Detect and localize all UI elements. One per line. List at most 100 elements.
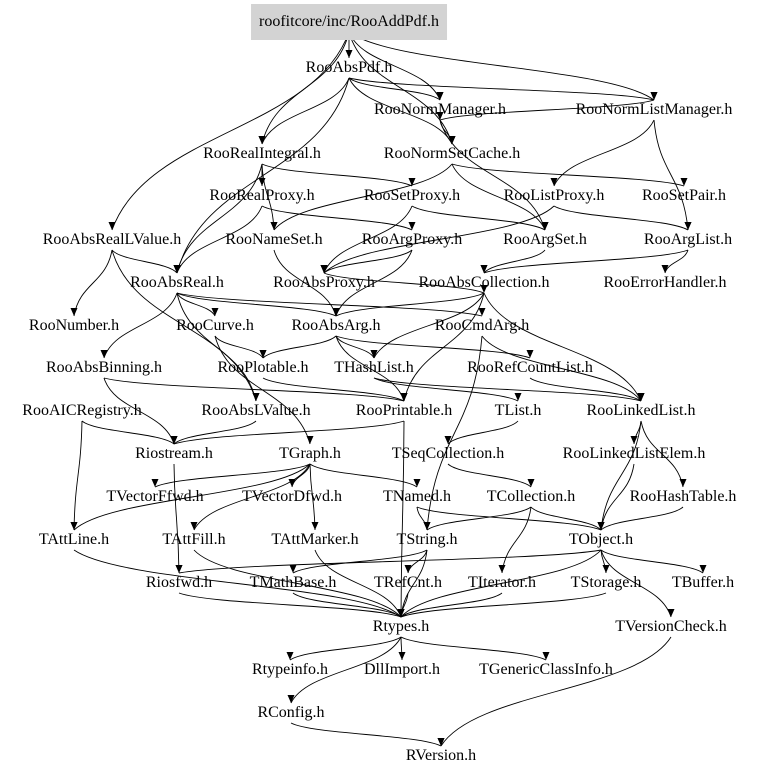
graph-node[interactable]: RooRefCountList.h xyxy=(467,359,593,376)
arrowhead xyxy=(408,178,416,186)
arrowhead xyxy=(404,565,412,573)
dependency-edge xyxy=(176,292,483,317)
arrowhead xyxy=(400,393,408,401)
graph-node[interactable]: Riosfwd.h xyxy=(145,574,213,591)
arrowhead xyxy=(320,265,328,273)
graph-node[interactable]: TVectorFfwd.h xyxy=(106,488,204,505)
graph-node[interactable]: RooSetPair.h xyxy=(641,187,727,204)
arrowhead xyxy=(602,565,610,573)
graph-node[interactable]: RooAbsRealLValue.h xyxy=(42,231,182,248)
dependency-edge xyxy=(439,119,546,231)
arrowhead xyxy=(370,350,378,358)
graph-node[interactable]: RooAbsReal.h xyxy=(130,274,224,291)
graph-node[interactable]: TGraph.h xyxy=(279,445,341,462)
arrowhead xyxy=(190,522,198,530)
dependency-edge xyxy=(262,335,337,359)
graph-node[interactable]: RooPrintable.h xyxy=(355,402,453,419)
graph-node[interactable]: TMathBase.h xyxy=(249,574,337,591)
graph-node[interactable]: RooCmdArg.h xyxy=(434,317,530,334)
graph-node[interactable]: RooNameSet.h xyxy=(225,231,323,248)
arrowhead xyxy=(550,178,558,186)
graph-node[interactable]: RooLinkedListElem.h xyxy=(562,445,706,462)
graph-node[interactable]: TList.h xyxy=(494,402,542,419)
graph-node[interactable]: RooAbsLValue.h xyxy=(201,402,311,419)
graph-node[interactable]: Riostream.h xyxy=(135,445,213,462)
graph-node[interactable]: THashList.h xyxy=(334,359,414,376)
graph-node[interactable]: RooNormSetCache.h xyxy=(383,145,521,162)
graph-node[interactable]: RooAbsCollection.h xyxy=(418,274,550,291)
graph-node[interactable]: TString.h xyxy=(396,531,458,548)
arrowhead xyxy=(637,393,645,401)
dependency-edge xyxy=(261,163,275,231)
graph-node[interactable]: RooListProxy.h xyxy=(503,187,605,204)
graph-node[interactable]: TRefCnt.h xyxy=(374,574,442,591)
graph-node[interactable]: RooRealProxy.h xyxy=(209,187,315,204)
graph-node[interactable]: TAttFill.h xyxy=(162,531,226,548)
arrowhead xyxy=(397,609,405,617)
dependency-edge xyxy=(481,335,642,402)
graph-node[interactable]: TSeqCollection.h xyxy=(391,445,505,462)
dependency-edge xyxy=(176,163,263,274)
graph-node[interactable]: RooRealIntegral.h xyxy=(203,145,321,162)
graph-node[interactable]: RooNormManager.h xyxy=(374,101,506,118)
graph-node[interactable]: RooNumber.h xyxy=(28,317,120,334)
arrowhead xyxy=(306,436,314,444)
graph-node[interactable]: RooArgList.h xyxy=(643,231,733,248)
dependency-edge xyxy=(600,549,704,574)
graph-node[interactable]: RooAbsBinning.h xyxy=(45,359,163,376)
graph-node[interactable]: RooPlotable.h xyxy=(217,359,309,376)
dependency-edge xyxy=(400,636,547,661)
arrowhead xyxy=(175,565,183,573)
dependency-edge xyxy=(323,272,485,294)
graph-node[interactable]: RooSetProxy.h xyxy=(363,187,461,204)
graph-node[interactable]: TVersionCheck.h xyxy=(615,618,727,635)
graph-node[interactable]: TCollection.h xyxy=(486,488,576,505)
graph-node[interactable]: TNamed.h xyxy=(383,488,451,505)
graph-node[interactable]: TVectorDfwd.h xyxy=(242,488,342,505)
dependency-edge xyxy=(73,249,113,317)
graph-node[interactable]: TGenericClassInfo.h xyxy=(479,661,613,678)
graph-node[interactable]: TBuffer.h xyxy=(671,574,735,591)
dependency-edge xyxy=(600,420,642,531)
dependency-edge xyxy=(640,420,684,488)
arrowhead xyxy=(478,308,486,316)
graph-node[interactable]: RooAICRegistry.h xyxy=(22,402,142,419)
graph-node[interactable]: TObject.h xyxy=(568,531,634,548)
graph-node[interactable]: RVersion.h xyxy=(405,747,477,764)
arrowhead xyxy=(286,652,294,660)
graph-node[interactable]: RooLinkedList.h xyxy=(586,402,696,419)
root-node[interactable]: roofitcore/inc/RooAddPdf.h xyxy=(251,4,447,40)
dependency-edge xyxy=(292,549,428,574)
graph-node[interactable]: RooHashTable.h xyxy=(629,488,737,505)
dependency-edge xyxy=(273,163,453,231)
arrowhead xyxy=(680,178,688,186)
dependency-edge xyxy=(73,420,83,531)
graph-node[interactable]: RooAbsPdf.h xyxy=(305,59,393,76)
arrowhead xyxy=(541,222,549,230)
graph-node[interactable]: RooNormListManager.h xyxy=(575,101,733,118)
graph-node[interactable]: RConfig.h xyxy=(257,704,325,721)
dependency-edge xyxy=(261,163,413,187)
arrowhead xyxy=(597,522,605,530)
graph-node[interactable]: DllImport.h xyxy=(364,661,440,678)
graph-node[interactable]: Rtypes.h xyxy=(372,618,430,635)
graph-node[interactable]: RooArgSet.h xyxy=(503,231,587,248)
dependency-edge xyxy=(214,335,264,359)
dependency-edge xyxy=(193,463,311,531)
graph-node[interactable]: RooErrorHandler.h xyxy=(603,274,727,291)
graph-node[interactable]: Rtypeinfo.h xyxy=(252,661,328,678)
graph-node[interactable]: TIterator.h xyxy=(468,574,536,591)
graph-node[interactable]: RooAbsProxy.h xyxy=(273,274,375,291)
graph-node[interactable]: TAttMarker.h xyxy=(271,531,359,548)
graph-node[interactable]: TAttLine.h xyxy=(38,531,110,548)
graph-node[interactable]: TStorage.h xyxy=(570,574,642,591)
arrowhead xyxy=(398,652,406,660)
graph-node[interactable]: RooAbsArg.h xyxy=(291,317,381,334)
graph-node[interactable]: RooCurve.h xyxy=(176,317,254,334)
dependency-edge xyxy=(335,249,413,317)
dependency-edge xyxy=(400,592,503,618)
graph-node[interactable]: RooArgProxy.h xyxy=(361,231,463,248)
dependency-edge xyxy=(426,506,532,531)
dependency-edge xyxy=(261,77,350,145)
